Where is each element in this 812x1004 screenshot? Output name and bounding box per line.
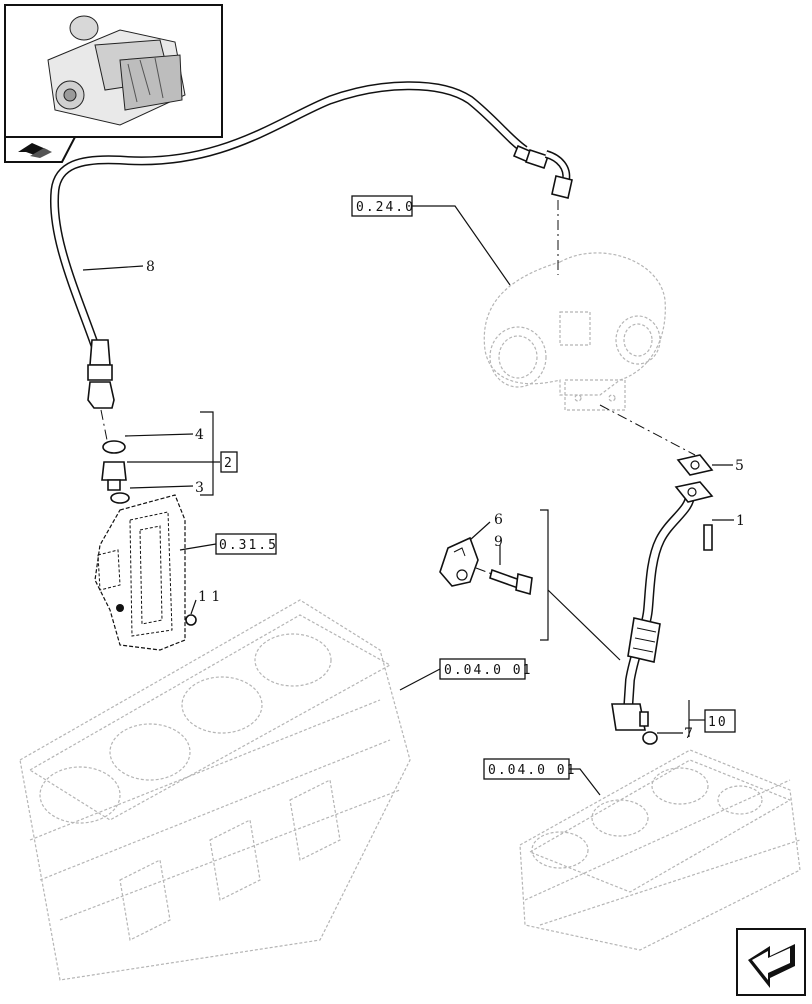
bolt-9[interactable] xyxy=(489,568,533,596)
ref-pump[interactable]: 0.31.5 xyxy=(219,538,278,553)
callout-2: 2 xyxy=(224,456,234,471)
gasket-5[interactable] xyxy=(676,454,714,476)
engine-block-ghost-lower xyxy=(519,749,801,951)
pipe-top-fitting xyxy=(512,144,573,199)
callout-5: 5 xyxy=(735,458,744,474)
oil-pipe-8[interactable] xyxy=(49,81,528,362)
callout-11: 1 1 xyxy=(198,589,220,605)
o-ring-4[interactable] xyxy=(102,440,126,454)
callout-10: 10 xyxy=(708,715,728,730)
callout-6: 6 xyxy=(494,512,503,528)
engine-block-ghost-upper xyxy=(19,599,411,981)
manual-book-icon[interactable] xyxy=(4,136,77,163)
clamp-6[interactable] xyxy=(439,536,479,587)
callout-9: 9 xyxy=(494,534,503,550)
ref-turbocharger[interactable]: 0.24.0 xyxy=(356,200,415,215)
ref-block-upper[interactable]: 0.04.0 01 xyxy=(444,663,532,678)
pump-housing-ghost xyxy=(94,494,186,651)
ref-block-lower[interactable]: 0.04.0 01 xyxy=(488,763,576,778)
pipe-bottom-fitting xyxy=(87,339,115,409)
turbocharger-ghost xyxy=(483,252,666,411)
callout-4: 4 xyxy=(195,427,204,443)
union-2[interactable] xyxy=(101,461,127,491)
plug-11[interactable] xyxy=(185,614,197,626)
callout-1: 1 xyxy=(736,513,745,529)
o-ring-7[interactable] xyxy=(642,731,658,745)
bolt-1[interactable] xyxy=(703,524,713,551)
next-page-arrow-icon[interactable] xyxy=(736,928,806,996)
callout-8: 8 xyxy=(146,259,155,275)
engine-thumbnail-icon[interactable] xyxy=(4,4,223,138)
oil-drain-pipe-10[interactable] xyxy=(611,481,714,731)
o-ring-3[interactable] xyxy=(110,492,130,504)
callout-3: 3 xyxy=(195,480,204,496)
